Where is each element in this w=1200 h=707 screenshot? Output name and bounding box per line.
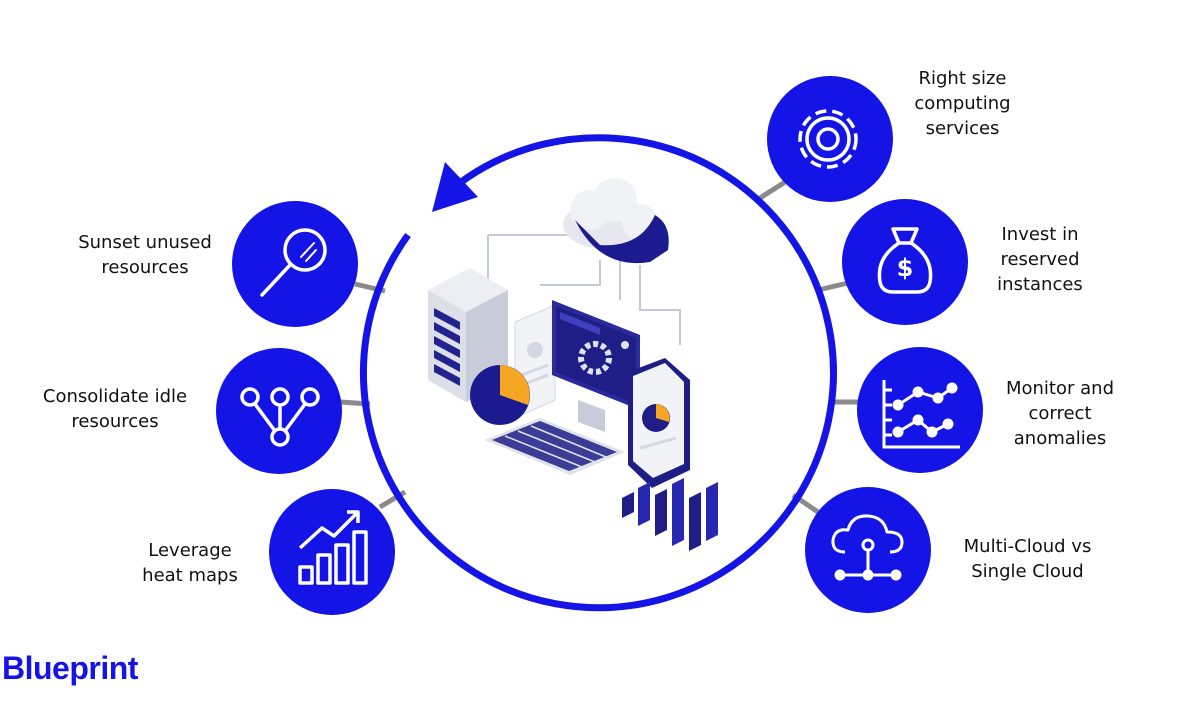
step-monitor bbox=[857, 347, 983, 473]
server-tower-icon bbox=[428, 268, 508, 402]
isometric-bars bbox=[622, 478, 718, 551]
node-merge-icon bbox=[240, 387, 320, 447]
magnifier-icon bbox=[260, 228, 327, 297]
tablet-icon bbox=[628, 358, 690, 488]
center-illustration bbox=[428, 178, 718, 551]
step-heatmaps bbox=[269, 489, 395, 615]
step-right-size bbox=[767, 76, 893, 202]
connector-right-size bbox=[758, 179, 787, 201]
step-consolidate bbox=[216, 348, 342, 474]
cycle-ring bbox=[359, 134, 837, 612]
step-circle bbox=[767, 76, 893, 202]
cloud-icon bbox=[563, 178, 669, 264]
step-circle bbox=[232, 201, 358, 327]
gear-icon bbox=[798, 109, 858, 169]
cloud-network-icon bbox=[831, 514, 904, 581]
step-reserved: $ bbox=[842, 199, 968, 325]
money-bag-icon bbox=[877, 227, 933, 294]
connector-reserved bbox=[817, 280, 849, 293]
line-chart-icon bbox=[882, 380, 960, 449]
dollar-sign-icon: $ bbox=[897, 254, 914, 282]
step-sunset bbox=[232, 201, 358, 327]
step-circle bbox=[857, 347, 983, 473]
keyboard-icon bbox=[485, 418, 625, 475]
monitor-icon bbox=[552, 300, 640, 432]
step-circle bbox=[842, 199, 968, 325]
bar-growth-icon bbox=[298, 510, 368, 585]
step-multicloud bbox=[805, 487, 931, 613]
cycle-arrowhead bbox=[432, 162, 478, 212]
step-circle bbox=[269, 489, 395, 615]
brand-logo: Blueprint bbox=[2, 650, 138, 686]
pie-chart-icon bbox=[470, 365, 530, 425]
